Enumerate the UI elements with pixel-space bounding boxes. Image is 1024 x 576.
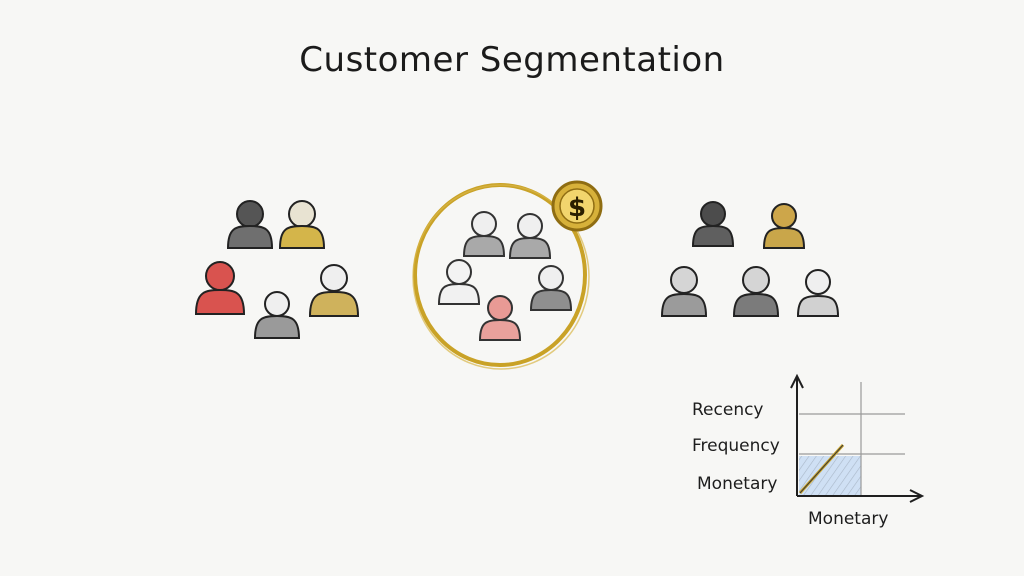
right-customer-group xyxy=(660,201,840,317)
highlighted-segment: $ xyxy=(412,180,603,370)
person-icon xyxy=(529,265,573,311)
left-customer-group xyxy=(194,200,360,339)
person-icon xyxy=(796,269,840,317)
person-icon xyxy=(508,213,552,259)
legend-term-monetary: Monetary xyxy=(697,474,778,494)
dollar-coin-icon: $ xyxy=(551,180,603,232)
legend-term-recency: Recency xyxy=(692,400,764,420)
person-icon xyxy=(762,203,806,249)
person-icon xyxy=(194,261,246,315)
person-icon xyxy=(278,200,326,249)
person-icon xyxy=(732,266,780,317)
person-icon xyxy=(308,264,360,317)
coin-symbol: $ xyxy=(568,193,586,223)
person-icon xyxy=(253,291,301,339)
person-icon xyxy=(437,259,481,305)
person-icon xyxy=(478,295,522,341)
rfm-mini-chart xyxy=(790,373,925,503)
person-icon xyxy=(462,211,506,257)
person-icon xyxy=(660,266,708,317)
diagram-title: Customer Segmentation xyxy=(299,40,725,80)
chart-x-axis-label: Monetary xyxy=(808,509,889,529)
person-icon xyxy=(226,200,274,249)
person-icon xyxy=(691,201,735,247)
legend-term-frequency: Frequency xyxy=(692,436,780,456)
